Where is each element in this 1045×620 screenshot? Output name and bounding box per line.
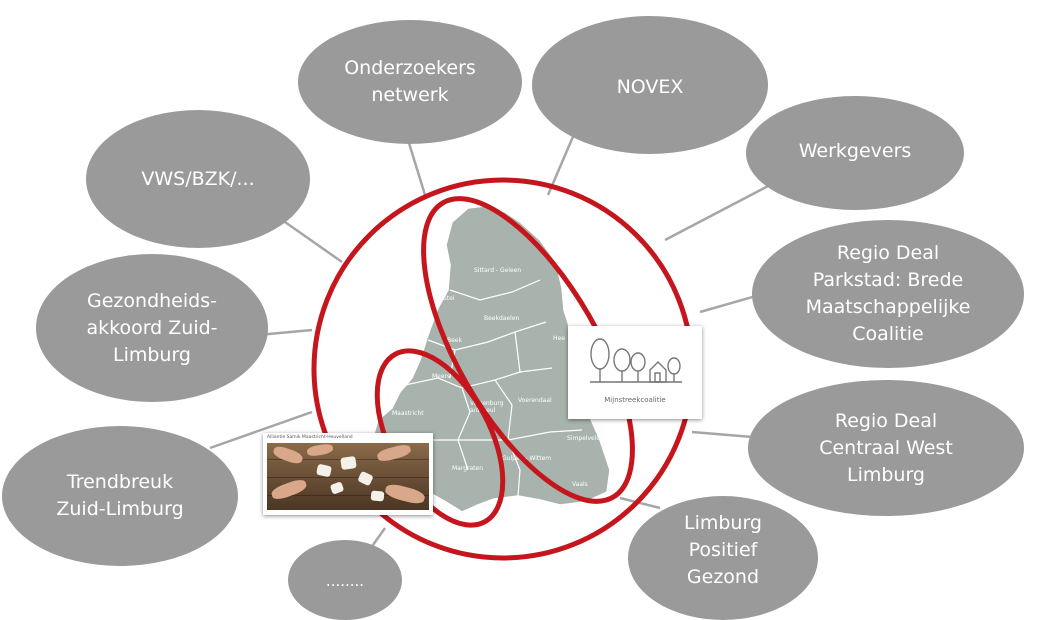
alliantie-label: Alliantie Samik Maastricht-Heuvelland	[267, 435, 353, 440]
puzzle-hands-photo	[267, 443, 429, 510]
map-label-voerendaal: Voerendaal	[518, 397, 552, 404]
bubble-limburg-positief-gezond: Limburg Positief Gezond	[628, 496, 818, 620]
map-label-simpelveld: Simpelveld	[567, 435, 600, 442]
bubble-onderzoekers-netwerk: Onderzoekers netwerk	[298, 20, 522, 144]
map-border-4	[457, 387, 471, 471]
map-label-margraten: Margraten	[452, 465, 483, 472]
connector-werkgevers	[664, 183, 771, 242]
map-label-stein: Stei	[443, 295, 455, 302]
connector-vws	[274, 213, 343, 264]
map-border-3	[404, 367, 553, 389]
map-label-sittard: Sittard - Geleen	[474, 267, 521, 274]
map-border-1	[449, 279, 541, 301]
map-label-beek: Beek	[447, 337, 462, 344]
alliantie-photo-card: Alliantie Samik Maastricht-Heuvelland	[263, 433, 433, 515]
mijnstreekcoalitie-card: Mijnstreekcoalitie	[568, 326, 702, 419]
bubble-gezondheidsakkoord: Gezondheids- akkoord Zuid- Limburg	[36, 254, 268, 402]
bubble-regio-deal-parkstad: Regio Deal Parkstad: Brede Maatschappeli…	[752, 220, 1024, 368]
map-label-vaals: Vaals	[572, 481, 588, 488]
map-label-heerlen: Hee	[553, 335, 565, 342]
mijnstreek-logo-icon	[590, 338, 682, 383]
bubble-trendbreuk: Trendbreuk Zuid-Limburg	[2, 426, 238, 566]
map-label-beekdaelen: Beekdaelen	[484, 315, 520, 322]
connector-limburg-positief	[619, 496, 661, 510]
bubble-werkgevers: Werkgevers	[746, 96, 964, 210]
bubble-novex: NOVEX	[532, 16, 768, 154]
map-label-gulpen: Gulpen - Wittem	[502, 455, 551, 462]
bubble-vws-bzk: VWS/BZK/...	[86, 110, 310, 248]
mijnstreekcoalitie-label: Mijnstreekcoalitie	[604, 396, 666, 404]
bubble-regio-deal-centraal-west: Regio Deal Centraal West Limburg	[748, 380, 1024, 516]
bubble-dots: ........	[288, 540, 402, 620]
map-border-8	[514, 331, 521, 373]
map-label-maastricht: Maastricht	[392, 410, 424, 417]
map-label-meerssen: Meers	[432, 373, 450, 380]
connector-trendbreuk	[209, 410, 313, 450]
